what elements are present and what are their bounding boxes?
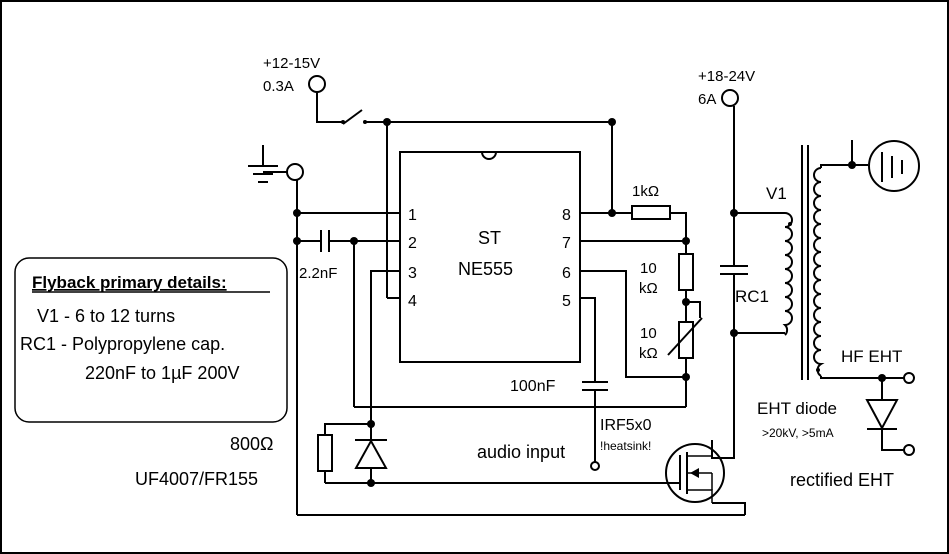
ground-icon xyxy=(248,145,278,183)
chip-part: NE555 xyxy=(458,259,513,279)
notes-line-1: V1 - 6 to 12 turns xyxy=(37,306,175,326)
capacitor-rc1-label: RC1 xyxy=(735,287,769,306)
resistor-10k-fixed xyxy=(678,253,694,291)
pin-4-label: 4 xyxy=(408,293,417,310)
supply-low-terminal[interactable] xyxy=(308,75,326,93)
rectified-eht-label: rectified EHT xyxy=(790,470,894,490)
resistor-1k-label: 1kΩ xyxy=(632,183,659,200)
resistor-10k-b-bot: kΩ xyxy=(639,345,658,362)
chip-notch xyxy=(481,151,497,160)
wire xyxy=(820,376,904,379)
junction-dot xyxy=(608,209,616,217)
coil-v1-label: V1 xyxy=(766,184,787,203)
primary-coil-v1 xyxy=(782,212,793,336)
wire xyxy=(712,502,746,515)
ground-terminal[interactable] xyxy=(286,163,304,181)
ne555-chip xyxy=(399,151,581,363)
resistor-10k-a-top: 10 xyxy=(640,260,657,277)
resistor-800ohm-label: 800Ω xyxy=(230,434,274,454)
hf-eht-terminal[interactable] xyxy=(903,372,915,384)
mosfet-irf5x0 xyxy=(665,440,725,503)
power-switch[interactable] xyxy=(316,92,612,125)
audio-input-terminal[interactable] xyxy=(590,461,600,471)
wire xyxy=(686,301,701,318)
supply-high-voltage: +18-24V xyxy=(698,68,755,85)
wire xyxy=(580,297,596,382)
supply-high-terminal[interactable] xyxy=(721,89,739,107)
hf-eht-label: HF EHT xyxy=(841,347,902,366)
chip-maker: ST xyxy=(478,228,501,248)
pin-5-label: 5 xyxy=(562,293,571,310)
wire xyxy=(881,429,904,451)
resistor-1k xyxy=(631,205,671,220)
pin-8-label: 8 xyxy=(562,207,571,224)
pin-7-label: 7 xyxy=(562,235,571,252)
eht-diode-label: EHT diode xyxy=(757,399,837,418)
supply-high-current: 6A xyxy=(698,91,716,108)
pin-1-label: 1 xyxy=(408,207,417,224)
wire xyxy=(820,140,853,168)
wire xyxy=(370,270,400,483)
pin-3-label: 3 xyxy=(408,265,417,282)
eht-diode-spec: >20kV, >5mA xyxy=(762,426,834,440)
notes-line-2: RC1 - Polypropylene cap. xyxy=(20,334,225,354)
capacitor-100nF-label: 100nF xyxy=(510,378,556,395)
supply-low-current: 0.3A xyxy=(263,78,294,95)
mosfet-label: IRF5x0 xyxy=(600,417,652,434)
notes-box xyxy=(14,257,288,423)
audio-input-label: audio input xyxy=(477,442,565,462)
chassis-ground-icon xyxy=(868,140,920,192)
wire xyxy=(711,338,735,459)
rectified-eht-terminal[interactable] xyxy=(903,444,915,456)
wire xyxy=(580,270,686,378)
diode-uf4007 xyxy=(354,438,388,469)
eht-diode xyxy=(865,399,899,431)
capacitor-2.2nF xyxy=(297,230,400,252)
pin-2-label: 2 xyxy=(408,235,417,252)
secondary-coil xyxy=(813,167,825,377)
notes-title: Flyback primary details: xyxy=(32,273,227,292)
diode-part-label: UF4007/FR155 xyxy=(135,469,258,489)
capacitor-2.2nF-label: 2.2nF xyxy=(299,265,337,282)
potentiometer-10k[interactable] xyxy=(667,317,703,359)
resistor-10k-a-bot: kΩ xyxy=(639,280,658,297)
wire xyxy=(670,212,687,241)
supply-low-voltage: +12-15V xyxy=(263,55,320,72)
mosfet-note: !heatsink! xyxy=(600,439,651,453)
pin-6-label: 6 xyxy=(562,265,571,282)
notes-line-3: 220nF to 1µF 200V xyxy=(85,363,239,383)
resistor-10k-b-top: 10 xyxy=(640,325,657,342)
resistor-800ohm xyxy=(317,434,333,472)
